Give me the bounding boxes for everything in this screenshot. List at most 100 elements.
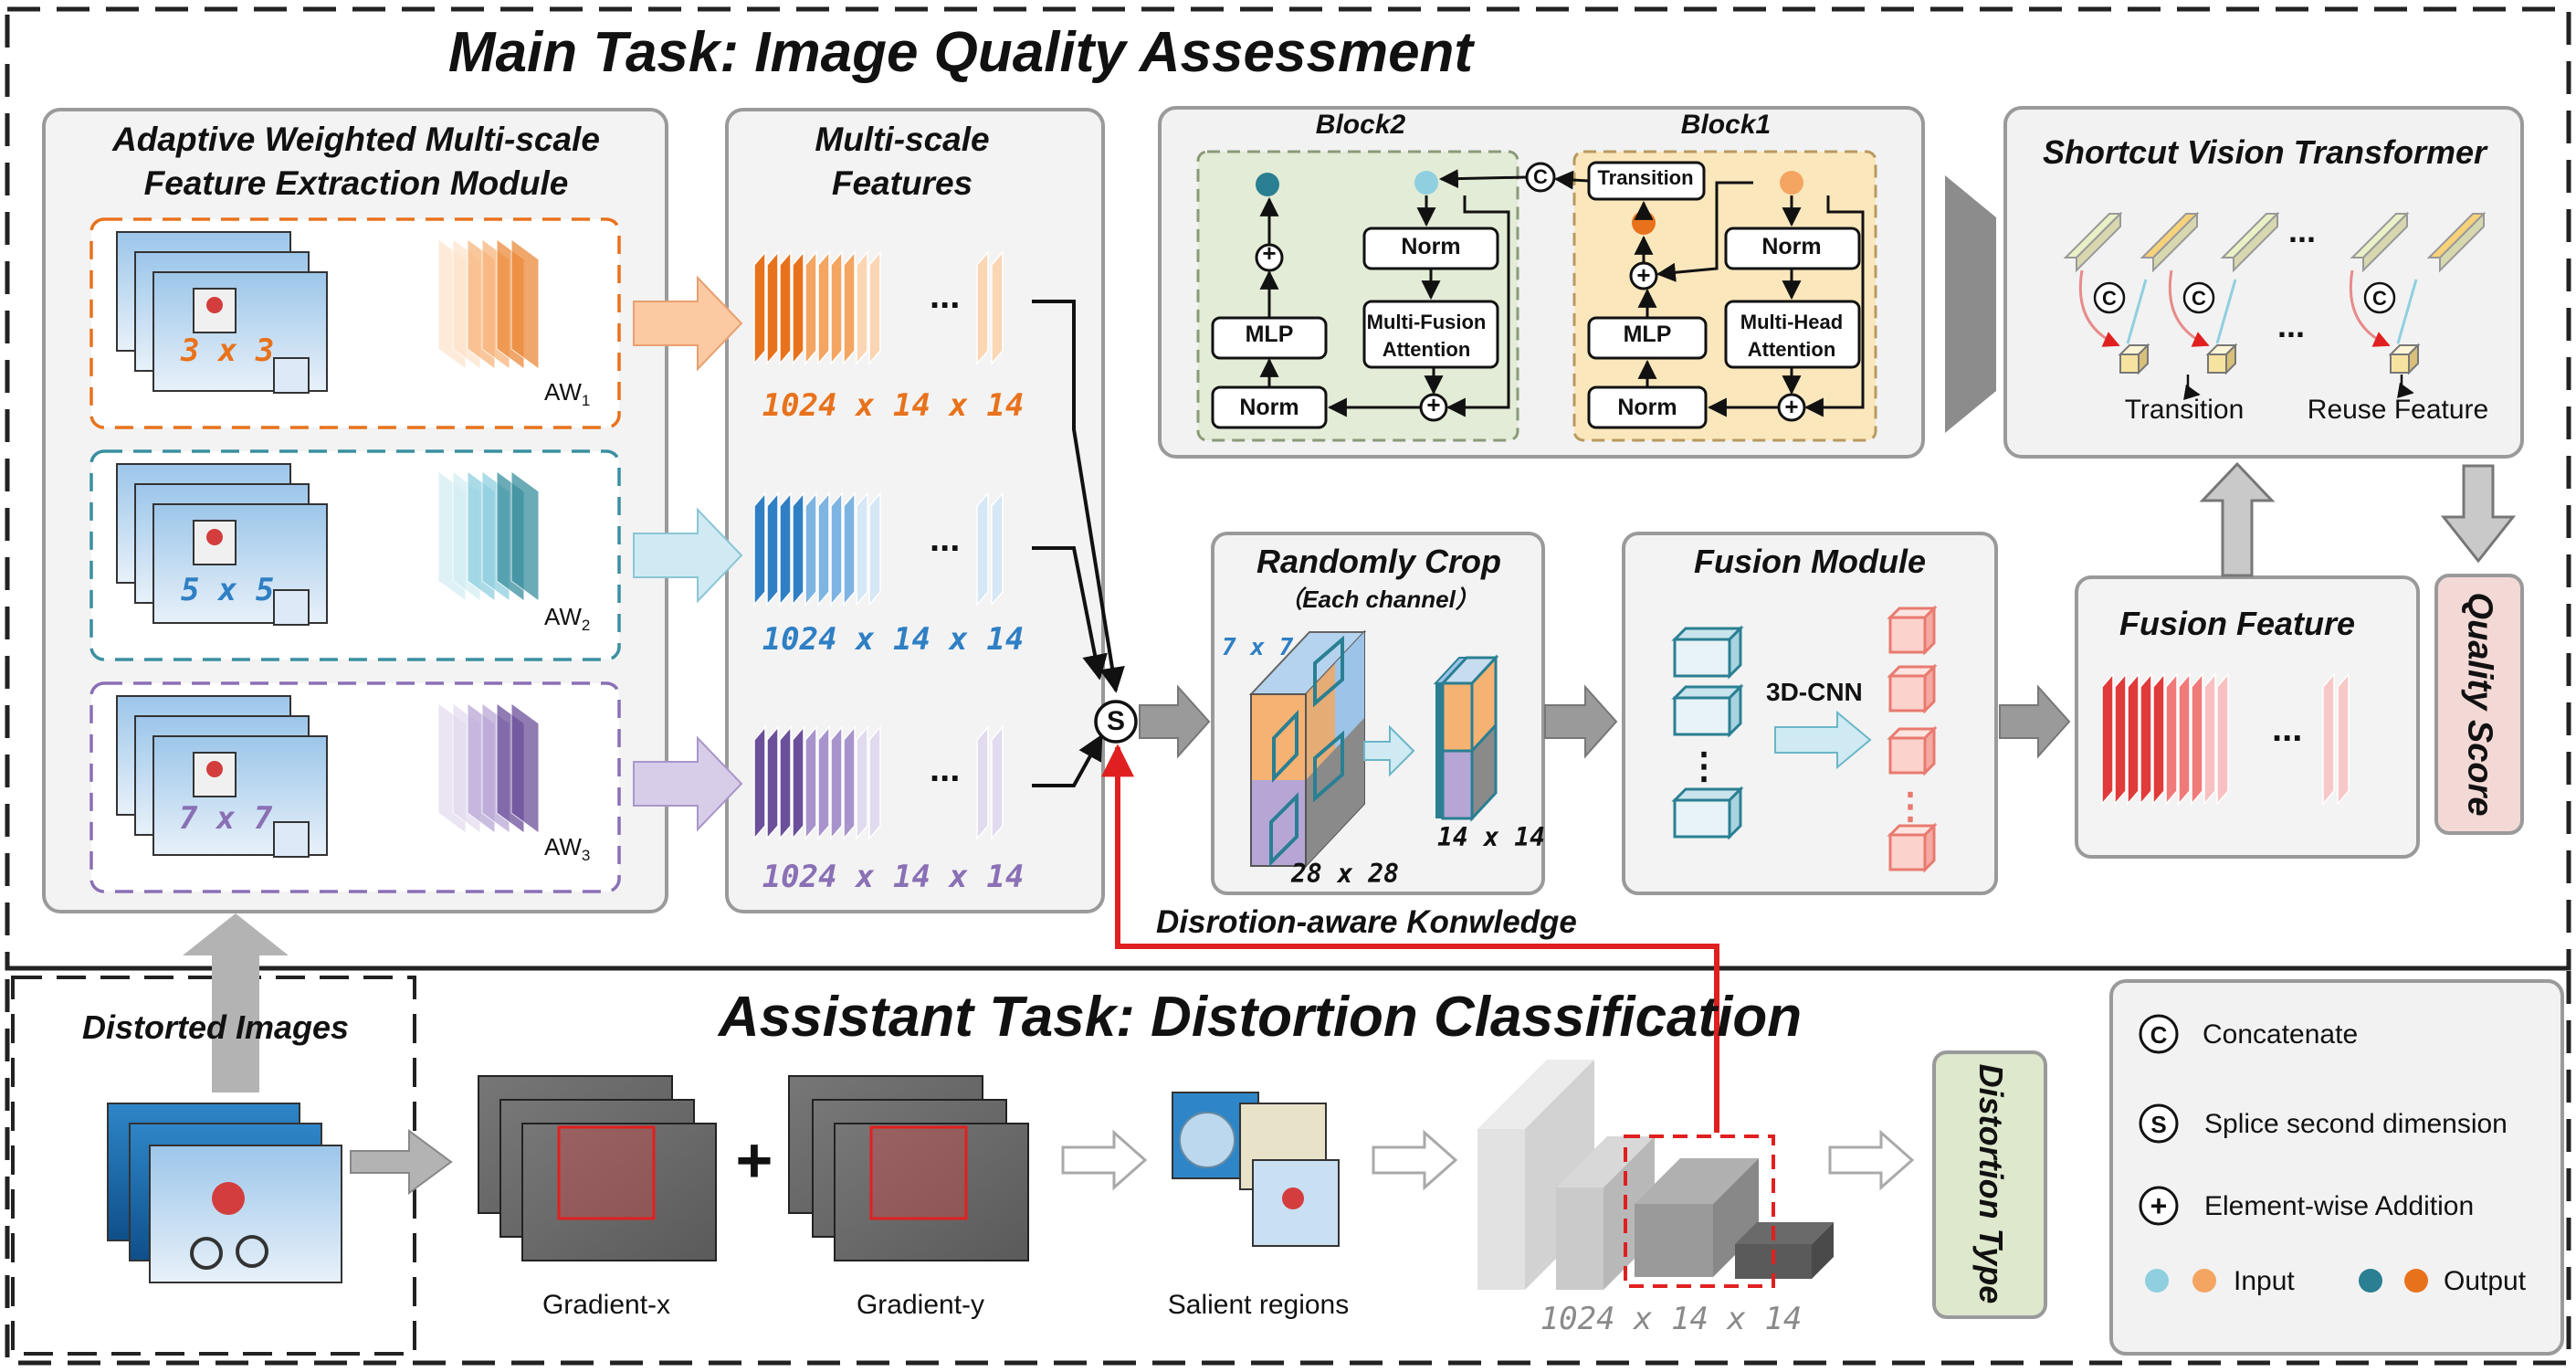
distorted-images-label: Distorted Images [81,1008,350,1046]
feature-slice [779,724,792,841]
fusion-output-cube [1887,725,1938,776]
multiscale-dims-2: 1024 x 14 x 14 [762,621,1025,658]
feature-slice [766,724,779,841]
feature-slice [868,491,881,607]
crop-input-cube [1248,629,1367,869]
fusion-feature-slice [2216,671,2229,807]
feature-slice [830,249,843,366]
legend-concat-label: Concatenate [2203,1019,2359,1050]
main-task-frame [5,6,2571,971]
assistant-task-title: Assistant Task: Distortion Classificatio… [718,986,1803,1049]
feature-slice-tail [976,249,989,366]
aw-stack-row-1 [437,238,540,370]
middle-arrows [1139,684,2071,759]
block2-title: Block2 [1315,110,1406,140]
multiscale-ellipsis-2: ... [930,519,961,559]
fusion-output-cube [1887,605,1938,656]
knowledge-line [1101,744,1719,1133]
gradient-y-salient-box [869,1125,968,1220]
block2-input-node [1414,171,1438,195]
feature-stack-row-3 [753,724,1004,841]
up-arrow-to-svt [2199,461,2276,577]
block2-multi-fusion-attention [1362,300,1499,369]
feature-slice [792,249,804,366]
svt-title: Shortcut Vision Transformer [2042,133,2487,171]
bike-rider-icon [212,1182,245,1215]
quality-score-label: Quality Score [2460,592,2499,817]
feature-slice [856,249,868,366]
feature-slice [817,249,830,366]
crop-arrow [1363,724,1415,777]
distortion-type-label: Distortion Type [1972,1063,2010,1304]
gradient-plus: + [735,1124,773,1196]
block2-norm-bottom-label: Norm [1239,395,1299,420]
svt-curve-arrow [2349,269,2391,347]
legend-splice-symbol: S [2150,1111,2167,1138]
svt-token-side [2152,211,2198,273]
svt-curve-arrow [2168,269,2210,347]
transition-label: Transition [1597,166,1694,189]
block1-norm-bottom-label: Norm [1617,395,1677,420]
fusion-feature-slice [2114,671,2127,807]
feature-slice [856,724,868,841]
feature-slice [753,249,766,366]
multiscale-title-line2: Features [831,164,973,202]
fusion-feature-slice [2152,671,2165,807]
svt-ellipsis-2: ... [2277,307,2306,344]
legend-addition-label: Element-wise Addition [2204,1191,2475,1221]
svt-link [2126,279,2148,344]
bike-wheel-icon [190,1237,223,1270]
fusion-feature-title: Fusion Feature [2119,605,2356,642]
feature-slice [804,249,817,366]
svt-small-cube-side [2225,343,2236,375]
feature-slice [792,491,804,607]
feature-slice [830,491,843,607]
block2-add-top-symbol: + [1262,239,1277,267]
rider-thumbnail [193,288,237,333]
feature-slice [817,491,830,607]
feature-slice [766,249,779,366]
gradient-x-salient-box [557,1125,656,1220]
random-crop-title: Randomly Crop [1256,543,1502,580]
image-stack-row-3 [116,695,328,858]
crop-output-cube [1433,654,1499,822]
block1-mha-label-1: Multi-Head [1740,311,1844,333]
concat-to-block2 [1438,169,1528,189]
feature-slice [817,724,830,841]
block2-mlp-label: MLP [1245,322,1294,347]
block2-norm-top-label: Norm [1401,234,1461,259]
svt-concat-node [2093,281,2126,314]
feature-slice [804,724,817,841]
legend-splice-label: Splice second dimension [2204,1109,2508,1139]
legend-output-orange [2404,1269,2428,1293]
extraction-title-line2: Feature Extraction Module [143,164,569,202]
rider-icon [206,297,223,313]
svt-token-side [2362,211,2408,273]
multiscale-dims-1: 1024 x 14 x 14 [762,387,1025,424]
block1-residual [1803,195,1865,417]
crop-size-label: 7 x 7 [1222,634,1294,661]
multiscale-title-line1: Multi-scale [815,121,990,158]
row-arrows [633,275,743,832]
legend-input-label: Input [2234,1266,2295,1296]
random-crop-subtitle: （Each channel） [1278,586,1479,613]
to-gradient-arrow [350,1129,453,1195]
legend-output-teal [2359,1269,2382,1293]
feature-slice [792,724,804,841]
rider-icon [206,761,223,777]
aw3-label: AW3 [544,833,591,865]
salient-rider-icon [1282,1187,1304,1209]
block2-output-node [1256,173,1279,196]
quality-score-box [2434,574,2524,835]
fusion-feature-slice [2101,671,2114,807]
transition-to-concat [1553,170,1590,190]
svt-link [2396,279,2418,344]
svt-link [2215,279,2237,344]
feature-slice [856,491,868,607]
splice-connectors [1032,300,1125,787]
feature-slice-tail [991,724,1004,841]
svt-reuse-pointer [2397,375,2414,399]
svt-small-cube-side [2408,343,2419,375]
block1-title: Block1 [1680,110,1772,140]
fusion-feature-slice [2140,671,2152,807]
